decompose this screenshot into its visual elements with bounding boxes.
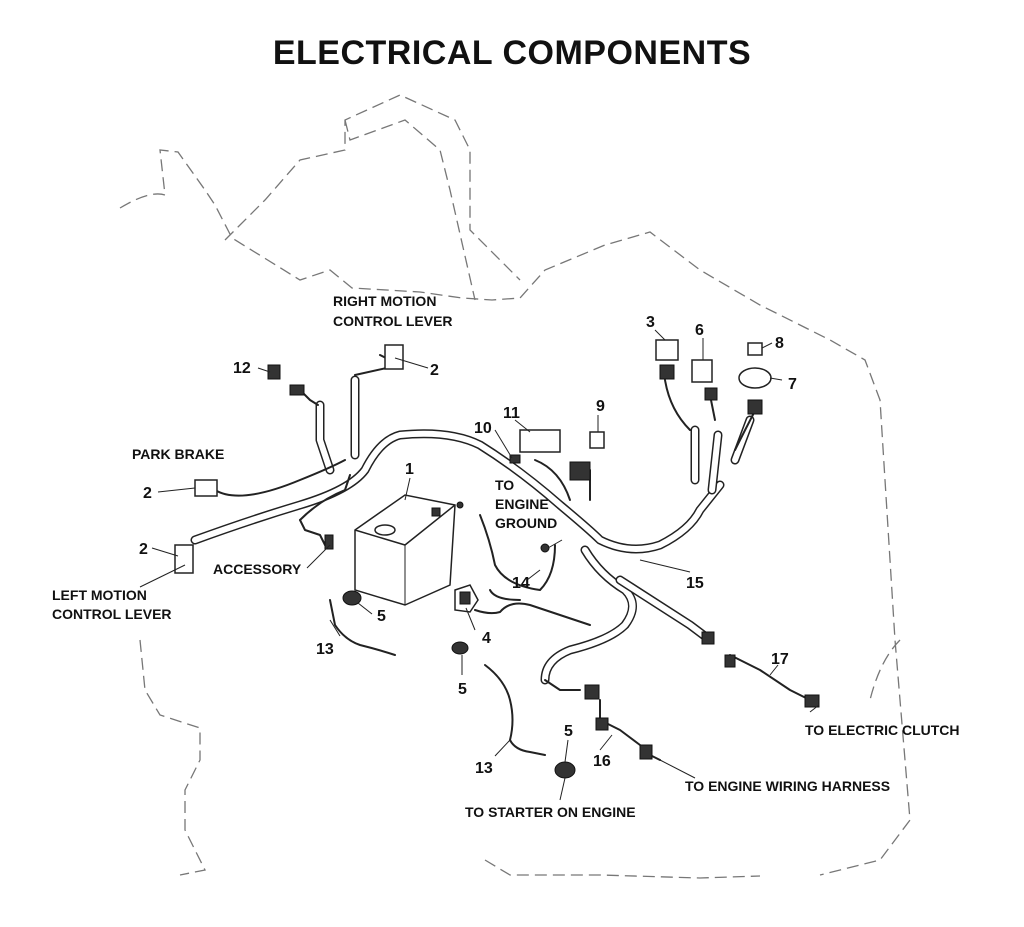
callout-1: 1 [405,461,414,478]
callout-16: 16 [593,753,611,770]
callout-2-left: 2 [139,541,148,558]
label-to-engine-wiring-harness: TO ENGINE WIRING HARNESS [685,778,890,794]
callout-11: 11 [503,405,520,422]
battery [354,494,456,606]
callout-14: 14 [512,575,530,592]
callout-4: 4 [482,630,491,647]
callout-6: 6 [695,322,704,339]
label-to-starter-on-engine: TO STARTER ON ENGINE [465,804,636,820]
switch-3 [655,339,679,361]
callout-3: 3 [646,314,655,331]
boot-solenoid [451,641,469,655]
switch-park-brake [194,479,218,497]
callout-13-left: 13 [316,641,334,658]
switch-left-lever [174,544,194,574]
switch-6 [691,359,713,383]
key-8 [747,342,763,356]
ignition-switch-7 [738,367,772,389]
label-to-electric-clutch: TO ELECTRIC CLUTCH [805,722,960,738]
label-left-motion-2: CONTROL LEVER [52,606,172,622]
components [174,339,820,779]
callout-13-bottom: 13 [475,760,493,777]
page-title: ELECTRICAL COMPONENTS [272,34,752,72]
callout-numbers: 1 2 2 2 3 4 5 5 5 6 7 8 9 10 11 12 13 13… [139,314,797,777]
label-right-motion-1: RIGHT MOTION [333,293,436,309]
main-harness [190,375,755,685]
callout-5-solenoid: 5 [458,681,467,698]
boot-battery [342,590,362,606]
callout-12: 12 [233,360,251,377]
machine-outline [119,94,911,879]
label-accessory: ACCESSORY [213,561,302,577]
boot-starter [554,761,576,779]
text-labels: RIGHT MOTION CONTROL LEVER PARK BRAKE AC… [52,293,960,820]
callout-5-starter: 5 [564,723,573,740]
label-right-motion-2: CONTROL LEVER [333,313,453,329]
switch-right-lever [384,344,404,370]
fuse-10 [509,454,521,464]
label-to-engine-ground-2: ENGINE [495,496,549,512]
label-to-engine-ground-3: GROUND [495,515,557,531]
label-left-motion-1: LEFT MOTION [52,587,147,603]
relay-9 [589,431,605,449]
callout-15: 15 [686,575,704,592]
callout-2-park: 2 [143,485,152,502]
callout-8: 8 [775,335,784,352]
callout-2-right: 2 [430,362,439,379]
label-park-brake: PARK BRAKE [132,446,224,462]
callout-10: 10 [474,420,492,437]
connector-12 [267,364,281,380]
callout-5-battery: 5 [377,608,386,625]
label-to-engine-ground-1: TO [495,477,514,493]
callout-17: 17 [771,651,789,668]
leader-lines [139,329,820,801]
callout-9: 9 [596,398,605,415]
starter-solenoid [454,584,479,613]
callout-7: 7 [788,376,797,393]
module-11 [519,429,561,453]
